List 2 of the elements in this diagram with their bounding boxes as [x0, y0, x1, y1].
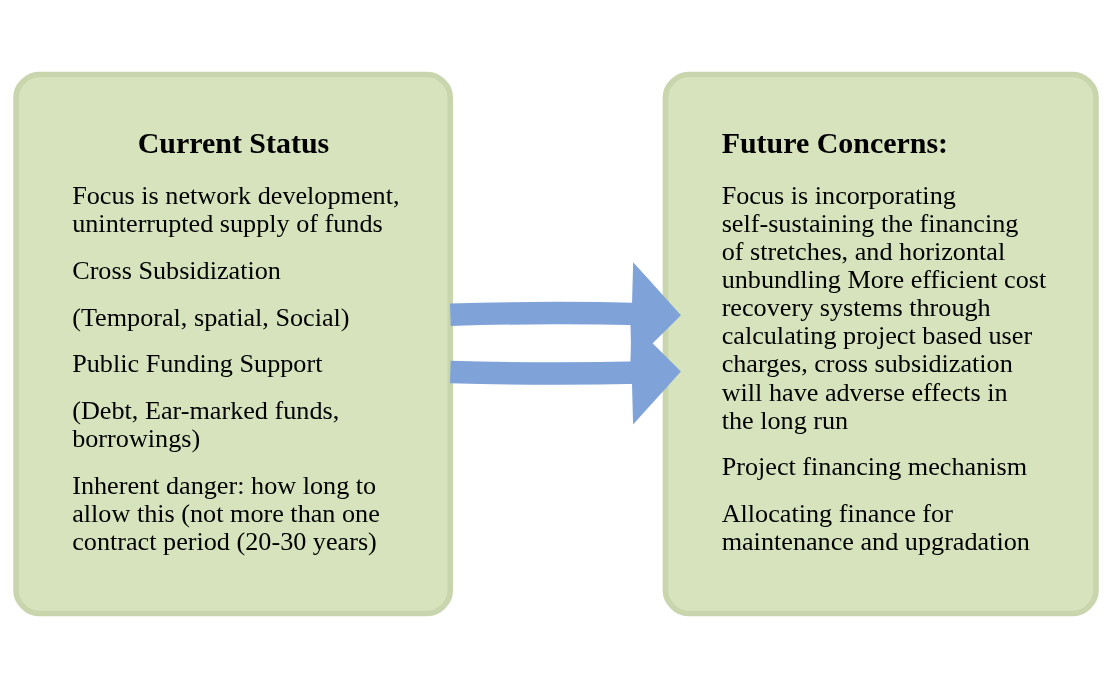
node-box: Future Concerns: Focus is incorporating self-sustaining the financing of stretches, and horizontal unbundling More efficient cost recovery systems through calculating project based user charges, cross subsidization will have adverse effects in the long run Project financing mechanism Allocating finance for maintenance and upgradation — [662, 71, 1099, 617]
node-box: Current Status Focus is network development, uninterrupted supply of funds Cross Subsidization (Temporal, spatial, Social) Public Funding Support (Debt, Ear-marked funds, borrowings) Inherent danger: how long to allow this (not more than one contract period (20-30 years) — [13, 71, 454, 617]
